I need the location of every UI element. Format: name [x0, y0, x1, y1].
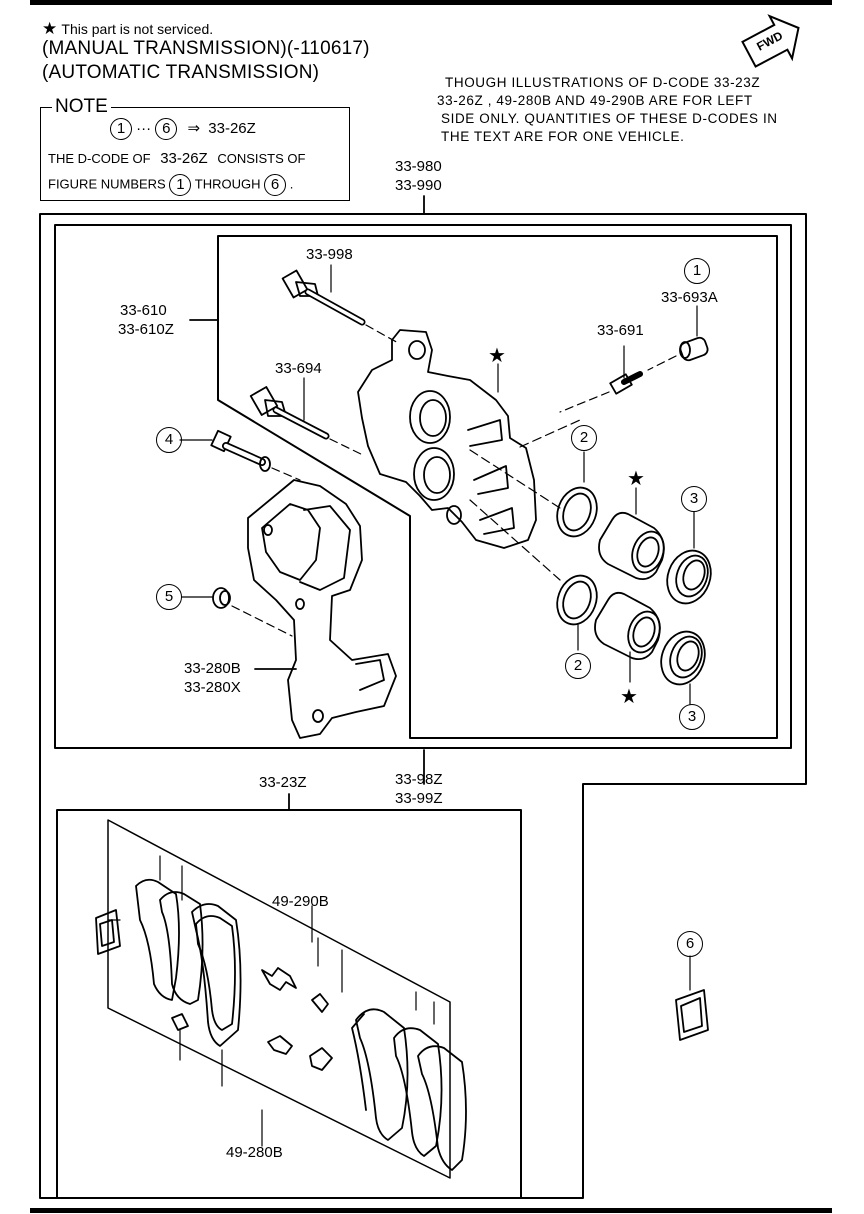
piston-upper-icon [598, 487, 665, 581]
label-33-99z: 33-99Z [395, 790, 443, 807]
label-33-280x: 33-280X [184, 679, 241, 696]
brake-pad-set-icon [95, 819, 467, 1179]
callout-3-upper-icon: 3 [681, 486, 707, 512]
star-icon-caliper: ★ [488, 345, 506, 367]
note-range-line: 1 ··· 6 ⇒ 33-26Z [110, 118, 256, 140]
callout-2-lower-icon: 2 [565, 653, 591, 679]
piston-seal-2-upper-icon [556, 451, 598, 538]
note-line-3-end: . [289, 176, 294, 192]
callout-1-icon: 1 [169, 174, 192, 196]
star-icon: ★ [42, 19, 58, 38]
star-legend: ★ This part is not serviced. [42, 19, 213, 39]
star-icon-piston-upper: ★ [627, 468, 645, 490]
caliper-frame [54, 224, 792, 749]
label-33-610: 33-610 [120, 302, 167, 319]
note-line-3-a: FIGURE NUMBERS [48, 176, 166, 192]
side-note-line-1: THOUGH ILLUSTRATIONS OF D-CODE 33-23Z [445, 75, 761, 90]
note-line-3-b: THROUGH [194, 176, 261, 192]
side-note-line-3: SIDE ONLY. QUANTITIES OF THESE D-CODES I… [441, 111, 778, 126]
callout-3-lower-icon: 3 [679, 704, 705, 730]
pad-shim-6-icon [675, 955, 709, 1041]
callout-2-upper-icon: 2 [571, 425, 597, 451]
callout-5-icon: 5 [156, 584, 182, 610]
bolt-33-998-icon [281, 264, 401, 345]
bleeder-screw-33-691-icon [559, 345, 643, 413]
note-line-3: FIGURE NUMBERS 1 THROUGH 6 . [48, 174, 293, 196]
label-49-290b: 49-290B [272, 893, 329, 910]
label-33-998: 33-998 [306, 246, 353, 263]
callout-6-icon: 6 [677, 931, 703, 957]
caliper-bracket-33-280b-icon [247, 479, 397, 739]
star-icon-piston-lower: ★ [620, 686, 638, 708]
note-line-2-a: THE D-CODE OF [48, 151, 151, 166]
callout-1-icon: 1 [684, 258, 710, 284]
caliper-body-icon [357, 329, 581, 581]
piston-lower-icon [594, 591, 661, 683]
range-code: 33-26Z [208, 119, 256, 137]
note-line-2-code: 33-26Z [160, 150, 208, 167]
label-33-693a: 33-693A [661, 289, 718, 306]
bleeder-cap-33-693a-icon [647, 305, 709, 371]
label-33-23z: 33-23Z [259, 774, 307, 791]
caliper-body-frame [217, 235, 778, 739]
label-33-691: 33-691 [597, 322, 644, 339]
label-33-694: 33-694 [275, 360, 322, 377]
arrow-icon: ⇒ [187, 119, 201, 137]
outer-assembly-frame [39, 213, 807, 1199]
piston-seal-2-lower-icon [556, 574, 598, 651]
boot-5-icon [181, 587, 293, 637]
manual-transmission-title: (MANUAL TRANSMISSION)(-110617) [42, 38, 370, 59]
pad-frame [56, 809, 522, 1199]
label-33-280b: 33-280B [184, 660, 241, 677]
automatic-transmission-title: (AUTOMATIC TRANSMISSION) [42, 62, 320, 83]
top-border-bar [30, 0, 832, 5]
guide-pin-4-icon [179, 429, 301, 481]
note-title: NOTE [52, 96, 111, 118]
label-49-280b: 49-280B [226, 1144, 283, 1161]
note-line-2-b: CONSISTS OF [217, 151, 306, 166]
legend-text: This part is not serviced. [61, 21, 214, 37]
callout-6-icon: 6 [155, 118, 178, 140]
dust-boot-3-upper-icon [666, 511, 712, 605]
dust-boot-3-lower-icon [660, 630, 706, 705]
bolt-33-694-icon [249, 377, 366, 457]
side-note-line-4: THE TEXT ARE FOR ONE VEHICLE. [441, 129, 685, 144]
note-line-2: THE D-CODE OF 33-26Z CONSISTS OF [48, 150, 305, 167]
callout-1-icon: 1 [110, 118, 132, 140]
label-33-990: 33-990 [395, 177, 442, 194]
callout-6-icon: 6 [264, 174, 287, 196]
label-33-980: 33-980 [395, 158, 442, 175]
range-dots: ··· [136, 119, 152, 137]
bottom-border-bar [30, 1208, 832, 1213]
callout-4-icon: 4 [156, 427, 182, 453]
side-note-line-2: 33-26Z , 49-280B AND 49-290B ARE FOR LEF… [437, 93, 753, 108]
note-box [40, 107, 350, 201]
label-33-610z: 33-610Z [118, 321, 174, 338]
label-33-98z: 33-98Z [395, 771, 443, 788]
